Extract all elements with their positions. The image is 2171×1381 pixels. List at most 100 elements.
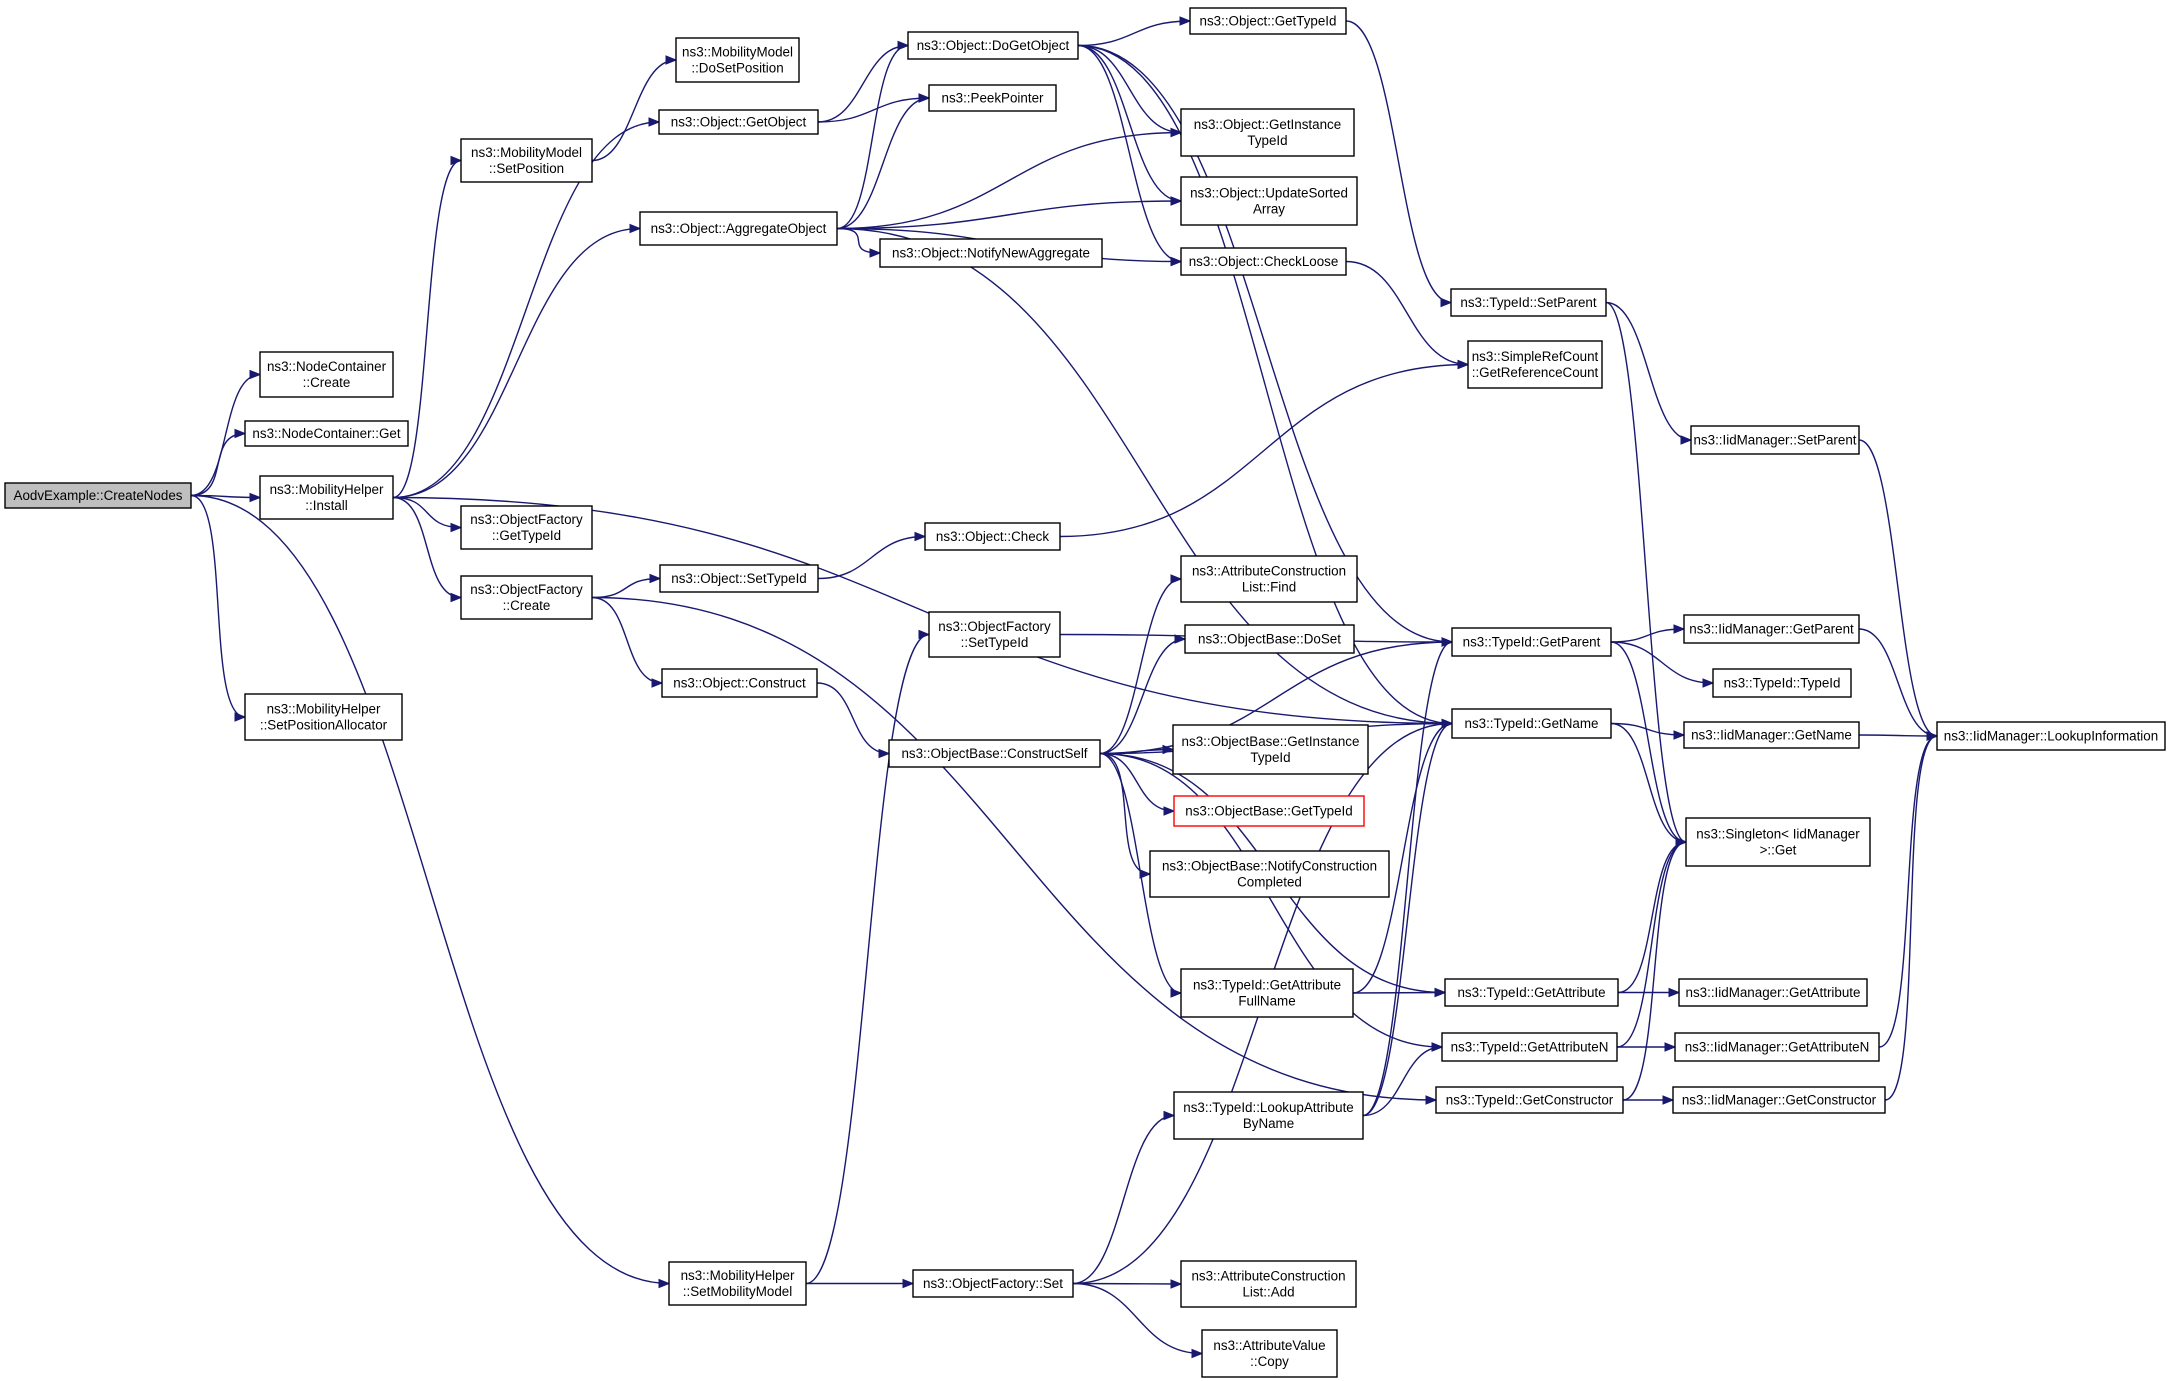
node-tidGetConstr[interactable]: ns3::TypeId::GetConstructor xyxy=(1435,1086,1624,1114)
node-imGetConstr[interactable]: ns3::IidManager::GetConstructor xyxy=(1672,1086,1886,1114)
edge-arrowhead xyxy=(1441,718,1454,729)
node-ofCreate[interactable]: ns3::ObjectFactory::Create xyxy=(460,575,593,620)
edge-arrowhead xyxy=(914,531,927,542)
edge-root-to-ncCreate xyxy=(190,369,262,497)
node-box xyxy=(1173,795,1365,827)
edge-arrowhead xyxy=(918,93,931,103)
node-objAggregate[interactable]: ns3::Object::AggregateObject xyxy=(639,211,838,246)
edge-line xyxy=(816,682,890,755)
node-ncCreate[interactable]: ns3::NodeContainer::Create xyxy=(259,351,394,398)
edge-arrowhead xyxy=(1441,637,1454,647)
node-objGetObject[interactable]: ns3::Object::GetObject xyxy=(658,109,819,135)
edge-arrowhead xyxy=(897,40,910,51)
edge-line xyxy=(1362,641,1453,1117)
node-mhSetMobModel[interactable]: ns3::MobilityHelper::SetMobilityModel xyxy=(668,1261,807,1306)
edge-line xyxy=(1099,752,1151,875)
node-box xyxy=(1435,1086,1624,1114)
node-imGetAttrN[interactable]: ns3::IidManager::GetAttributeN xyxy=(1674,1032,1880,1062)
node-obDoSet[interactable]: ns3::ObjectBase::DoSet xyxy=(1184,624,1355,654)
node-box xyxy=(912,1269,1074,1298)
node-label: ns3::MobilityModel xyxy=(682,45,793,60)
edge-line xyxy=(1610,628,1685,643)
node-ofSet[interactable]: ns3::ObjectFactory::Set xyxy=(912,1269,1074,1298)
node-avCopy[interactable]: ns3::AttributeValue::Copy xyxy=(1201,1329,1338,1378)
node-obGetTypeId[interactable]: ns3::ObjectBase::GetTypeId xyxy=(1173,795,1365,827)
node-srcGetRef[interactable]: ns3::SimpleRefCount::GetReferenceCount xyxy=(1467,340,1603,389)
edge-line xyxy=(1610,722,1685,736)
node-mmSetPos[interactable]: ns3::MobilityModel::SetPosition xyxy=(460,138,593,183)
edge-tidGetConstr-to-imGetConstr xyxy=(1622,1095,1675,1105)
node-objSetTypeId[interactable]: ns3::Object::SetTypeId xyxy=(659,564,819,593)
edge-line xyxy=(1610,722,1687,843)
node-label: ::Create xyxy=(503,598,551,613)
node-mhSetPosAlloc[interactable]: ns3::MobilityHelper::SetPositionAllocato… xyxy=(244,693,403,741)
edge-arrowhead xyxy=(1457,359,1470,370)
node-tidGetAttrN[interactable]: ns3::TypeId::GetAttributeN xyxy=(1441,1032,1618,1062)
node-tidGetAttr[interactable]: ns3::TypeId::GetAttribute xyxy=(1444,978,1619,1007)
node-objGetTypeId[interactable]: ns3::Object::GetTypeId xyxy=(1189,7,1347,35)
edge-arrowhead xyxy=(869,248,882,258)
edge-ofCreate-to-tidGetConstr xyxy=(591,596,1438,1105)
node-ofGetTypeId[interactable]: ns3::ObjectFactory::GetTypeId xyxy=(460,505,593,550)
edge-arrowhead xyxy=(1170,1279,1183,1289)
node-label: ns3::IidManager::GetAttribute xyxy=(1686,985,1861,1000)
edge-line xyxy=(1345,20,1452,304)
node-label: ::SetMobilityModel xyxy=(683,1284,792,1299)
node-label: ns3::MobilityHelper xyxy=(267,702,381,717)
node-box xyxy=(888,739,1101,768)
node-objDoGetObject[interactable]: ns3::Object::DoGetObject xyxy=(907,31,1079,60)
node-label: List::Find xyxy=(1242,580,1296,595)
node-ofSetTypeId[interactable]: ns3::ObjectFactory::SetTypeId xyxy=(928,611,1061,658)
node-box xyxy=(1444,978,1619,1007)
node-tidTypeId[interactable]: ns3::TypeId::TypeId xyxy=(1712,668,1852,698)
node-mmDoSetPos[interactable]: ns3::MobilityModel::DoSetPosition xyxy=(675,37,800,83)
node-objCheckLoose[interactable]: ns3::Object::CheckLoose xyxy=(1180,247,1347,276)
edge-line xyxy=(591,596,1437,1101)
node-objConstruct[interactable]: ns3::Object::Construct xyxy=(661,668,818,698)
node-box xyxy=(1685,817,1871,867)
node-imGetAttr[interactable]: ns3::IidManager::GetAttribute xyxy=(1678,978,1868,1007)
node-imGetName[interactable]: ns3::IidManager::GetName xyxy=(1683,721,1860,749)
node-obConstructSelf[interactable]: ns3::ObjectBase::ConstructSelf xyxy=(888,739,1101,768)
node-label: ns3::NodeContainer::Get xyxy=(252,426,400,441)
node-singletonGet[interactable]: ns3::Singleton< IidManager >::Get xyxy=(1685,817,1871,867)
node-box xyxy=(1936,721,2166,751)
node-obNotifyConstr[interactable]: ns3::ObjectBase::NotifyConstructionCompl… xyxy=(1149,850,1390,898)
node-tidGetParent[interactable]: ns3::TypeId::GetParent xyxy=(1451,627,1612,657)
node-imLookupInfo[interactable]: ns3::IidManager::LookupInformation xyxy=(1936,721,2166,751)
node-label: ns3::AttributeValue xyxy=(1213,1338,1325,1353)
edge-line xyxy=(1610,641,1687,843)
edge-line xyxy=(1099,578,1182,755)
node-tidSetParent[interactable]: ns3::TypeId::SetParent xyxy=(1450,288,1607,317)
edge-arrowhead xyxy=(1673,624,1686,634)
node-root[interactable]: AodvExample::CreateNodes xyxy=(4,482,192,509)
edge-tidSetParent-to-singletonGet xyxy=(1605,301,1688,847)
node-label: ns3::TypeId::TypeId xyxy=(1724,676,1841,691)
node-objNotifyNewAgg[interactable]: ns3::Object::NotifyNewAggregate xyxy=(879,238,1103,268)
node-imSetParent[interactable]: ns3::IidManager::SetParent xyxy=(1690,425,1860,455)
node-tidGetName[interactable]: ns3::TypeId::GetName xyxy=(1451,708,1612,739)
node-mhInstall[interactable]: ns3::MobilityHelper::Install xyxy=(259,475,394,520)
node-ncGet[interactable]: ns3::NodeContainer::Get xyxy=(244,420,409,447)
node-label: ns3::TypeId::GetName xyxy=(1465,716,1599,731)
edge-tidGetAttrN-to-singletonGet xyxy=(1616,837,1688,1048)
edge-tidGetName-to-imGetName xyxy=(1610,722,1686,740)
edge-root-to-ncGet xyxy=(190,428,247,497)
node-label: ns3::ObjectBase::ConstructSelf xyxy=(901,746,1087,761)
node-imGetParent[interactable]: ns3::IidManager::GetParent xyxy=(1683,614,1860,644)
node-label: ns3::MobilityHelper xyxy=(270,482,384,497)
edge-objDoGetObject-to-objGetInstTypeId xyxy=(1077,44,1183,138)
node-peekPointer[interactable]: ns3::PeekPointer xyxy=(928,84,1057,112)
node-objCheck[interactable]: ns3::Object::Check xyxy=(924,522,1061,551)
edge-arrowhead xyxy=(878,748,891,759)
node-label: ns3::Object::GetInstance xyxy=(1194,117,1341,132)
edge-root-to-mhSetMobModel xyxy=(190,494,671,1289)
